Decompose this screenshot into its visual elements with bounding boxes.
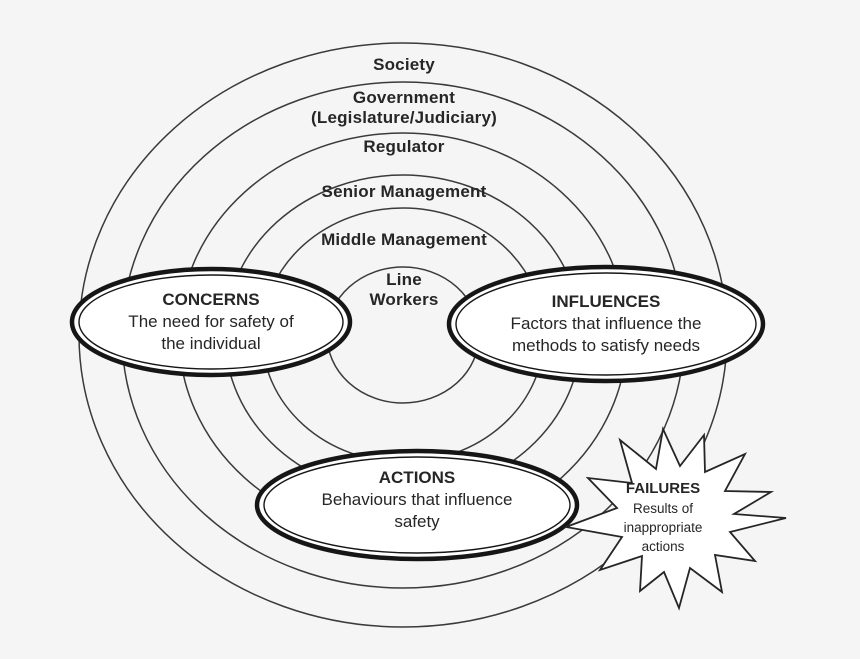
concerns-ellipse-outer	[69, 266, 353, 378]
ring-label-senior-management: Senior Management	[322, 182, 487, 202]
ring-label-regulator: Regulator	[363, 137, 444, 157]
ring-label-line: Line	[386, 270, 422, 289]
ring-label-line: (Legislature/Judiciary)	[311, 108, 497, 127]
actions-body-line: safety	[394, 512, 440, 531]
failures-body-line: inappropriate	[623, 520, 703, 535]
ring-label-line: Society	[373, 55, 435, 74]
ring-label-society: Society	[373, 55, 435, 75]
influences-ellipse-inner	[455, 272, 757, 376]
ring-label-line: Senior Management	[321, 182, 487, 201]
failures-title: FAILURES	[625, 480, 701, 497]
ring-label-middle-management: Middle Management	[321, 230, 487, 250]
actions-ellipse-outer	[254, 448, 580, 562]
influences-ellipse	[446, 264, 766, 384]
concerns-body-line: The need for safety of	[128, 312, 294, 331]
ring-label-line: Regulator	[363, 137, 445, 156]
concerns-ellipse-inner	[78, 274, 344, 370]
actions-text: ACTIONS Behaviours that influence safety	[322, 467, 513, 533]
influences-text: INFLUENCES Factors that influence the me…	[511, 291, 702, 357]
influences-body-line: methods to satisfy needs	[511, 336, 701, 355]
actions-ellipse-inner	[263, 456, 571, 554]
influences-title: INFLUENCES	[551, 292, 661, 311]
ring-label-government: Government (Legislature/Judiciary)	[311, 88, 497, 128]
concerns-title: CONCERNS	[162, 290, 260, 309]
influences-ellipse-outer	[446, 264, 766, 384]
ring-label-line-workers: Line Workers	[369, 270, 438, 310]
ring-label-line: Middle Management	[321, 230, 487, 249]
failures-body-line: actions	[641, 539, 685, 554]
actions-title: ACTIONS	[378, 468, 456, 487]
actions-body-line: Behaviours that influence	[321, 490, 513, 509]
failures-starburst	[562, 425, 787, 611]
influences-body-line: Factors that influence the	[510, 314, 702, 333]
concerns-ellipse	[69, 266, 353, 378]
actions-ellipse	[254, 448, 580, 562]
failures-body-line: Results of	[632, 501, 694, 516]
ring-label-line: Workers	[369, 290, 439, 309]
failures-text: FAILURES Results of inappropriate action…	[624, 479, 703, 556]
concerns-text: CONCERNS The need for safety of the indi…	[128, 289, 293, 355]
concerns-body-line: the individual	[161, 334, 261, 353]
ring-label-line: Government	[352, 88, 456, 107]
